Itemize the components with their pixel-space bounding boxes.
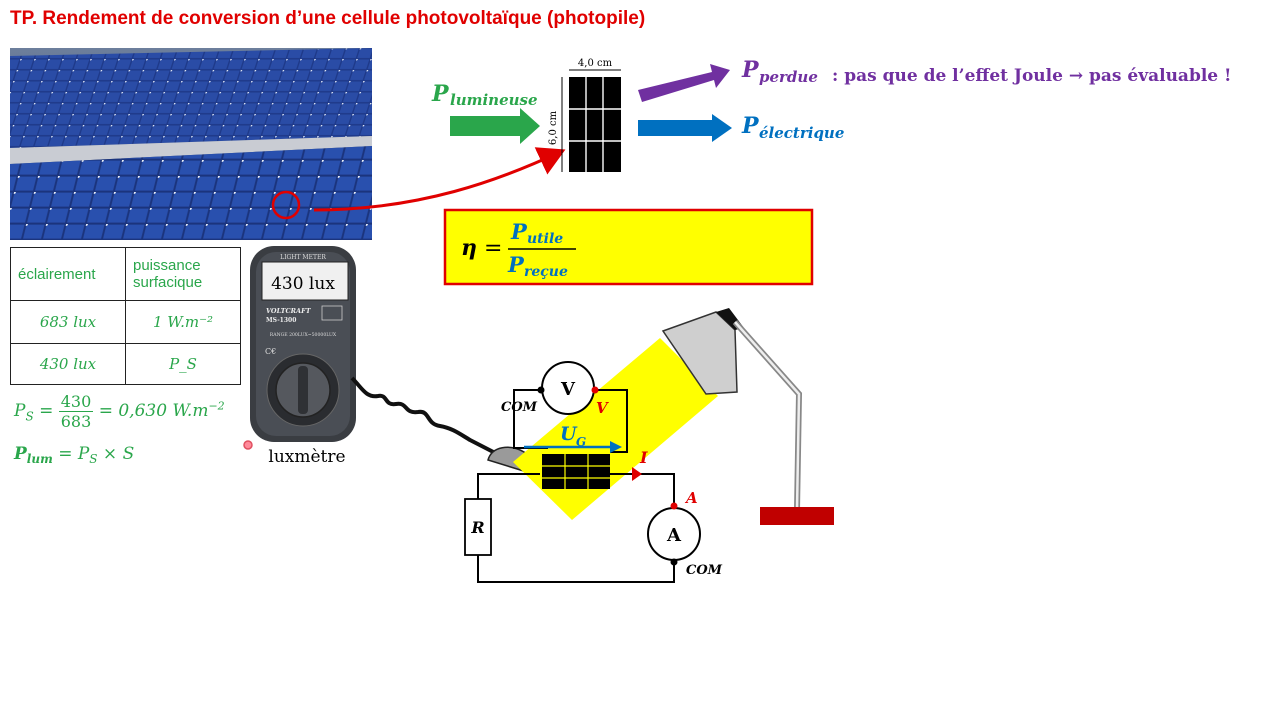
cell-height-label: 6,0 cm: [548, 110, 559, 145]
circuit-photocell: [542, 454, 610, 489]
eta-symbol: η: [461, 235, 477, 261]
luxmeter-brand: VOLTCRAFT: [266, 307, 312, 315]
ammeter-a-label: A: [684, 489, 698, 507]
plum-symbol: P: [14, 444, 27, 464]
plum-sub: lum: [26, 452, 53, 467]
zoom-circle-marker: [271, 190, 301, 220]
voltmeter-v-label: V: [596, 399, 609, 417]
eta-equals: =: [484, 236, 502, 261]
ammeter: A: [647, 502, 701, 566]
luxmeter-reading: 430 lux: [271, 274, 335, 294]
p-electrique-sub: électrique: [759, 124, 844, 142]
eta-denominator: P: [507, 252, 525, 277]
table-row: 683 lux 1 W.m⁻²: [10, 300, 241, 344]
ps-sub: S: [25, 409, 34, 424]
voltmeter-symbol: V: [560, 379, 576, 400]
current-arrow: [632, 467, 642, 481]
photocell-icon: [569, 77, 621, 172]
plum-rhs-sub: S: [89, 452, 98, 467]
current-label: I: [639, 448, 648, 467]
ammeter-symbol: A: [666, 525, 682, 546]
luxmeter: LIGHT METER 430 lux VOLTCRAFT MS-1300 RA…: [250, 246, 356, 442]
luxmeter-header: LIGHT METER: [280, 254, 326, 261]
zoom-arrow: [313, 147, 566, 212]
ps-numerator: 430: [58, 392, 94, 412]
svg-text:C€: C€: [265, 347, 276, 356]
ps-result: = 0,630 W.m: [98, 401, 209, 421]
luxmeter-range: RANGE 200LUX~50000LUX: [270, 332, 337, 338]
desk-lamp: [661, 308, 834, 525]
p-perdue-note: : pas que de l’effet Joule → pas évaluab…: [832, 66, 1232, 86]
p-lumineuse-sub: lumineuse: [450, 91, 538, 109]
luxmeter-caption: luxmètre: [268, 447, 345, 467]
ps-exponent: −2: [208, 399, 225, 413]
output-arrow: [638, 114, 732, 142]
p-electrique-label: P: [741, 113, 760, 139]
ug-label: U: [560, 423, 578, 445]
ps-fraction: 430 683: [58, 392, 94, 431]
eta-numerator: P: [510, 219, 528, 244]
eta-denominator-sub: reçue: [524, 264, 568, 280]
resistor-label: R: [470, 518, 484, 537]
p-lumineuse-label: P: [431, 81, 450, 107]
luxmeter-model: MS-1300: [266, 317, 296, 324]
resistor: R: [464, 498, 492, 556]
table-cell: 1 W.m⁻²: [125, 300, 241, 344]
ammeter-com-label: COM: [686, 563, 723, 578]
ps-symbol: P: [14, 401, 26, 421]
ps-formula: PS = 430 683 = 0,630 W.m−2: [14, 392, 225, 431]
efficiency-formula: η = P utile P reçue: [443, 208, 814, 286]
solar-panel-photo: [10, 48, 372, 240]
page-title: TP. Rendement de conversion d’une cellul…: [10, 8, 646, 29]
luxmeter-display: [261, 261, 349, 301]
plum-rhs-tail: × S: [97, 444, 135, 464]
illuminance-table: éclairement puissance surfacique 683 lux…: [10, 247, 241, 385]
voltmeter-com-label: COM: [501, 400, 538, 415]
p-perdue-sub: perdue: [759, 68, 818, 86]
loss-arrow: [638, 64, 730, 102]
eta-numerator-sub: utile: [527, 231, 563, 247]
p-perdue-label: P: [741, 57, 760, 83]
plum-formula: Plum = PS × S: [14, 444, 134, 467]
input-arrow: [450, 108, 540, 144]
table-row: 430 lux P_S: [10, 343, 241, 385]
table-header-puissance: puissance surfacique: [125, 247, 241, 301]
table-cell: 430 lux: [10, 343, 126, 385]
plum-rhs: = P: [58, 444, 90, 464]
pointer-dot: [243, 440, 253, 450]
cell-width-label: 4,0 cm: [578, 58, 613, 69]
voltmeter: V: [537, 361, 599, 415]
luxmeter-cable: [350, 376, 506, 460]
table-cell: P_S: [125, 343, 241, 385]
power-diagram: P lumineuse 4,0 cm 6,0 cm P perdue : pas…: [431, 57, 1232, 172]
ps-denominator: 683: [60, 412, 92, 431]
ug-sub: G: [576, 435, 586, 449]
